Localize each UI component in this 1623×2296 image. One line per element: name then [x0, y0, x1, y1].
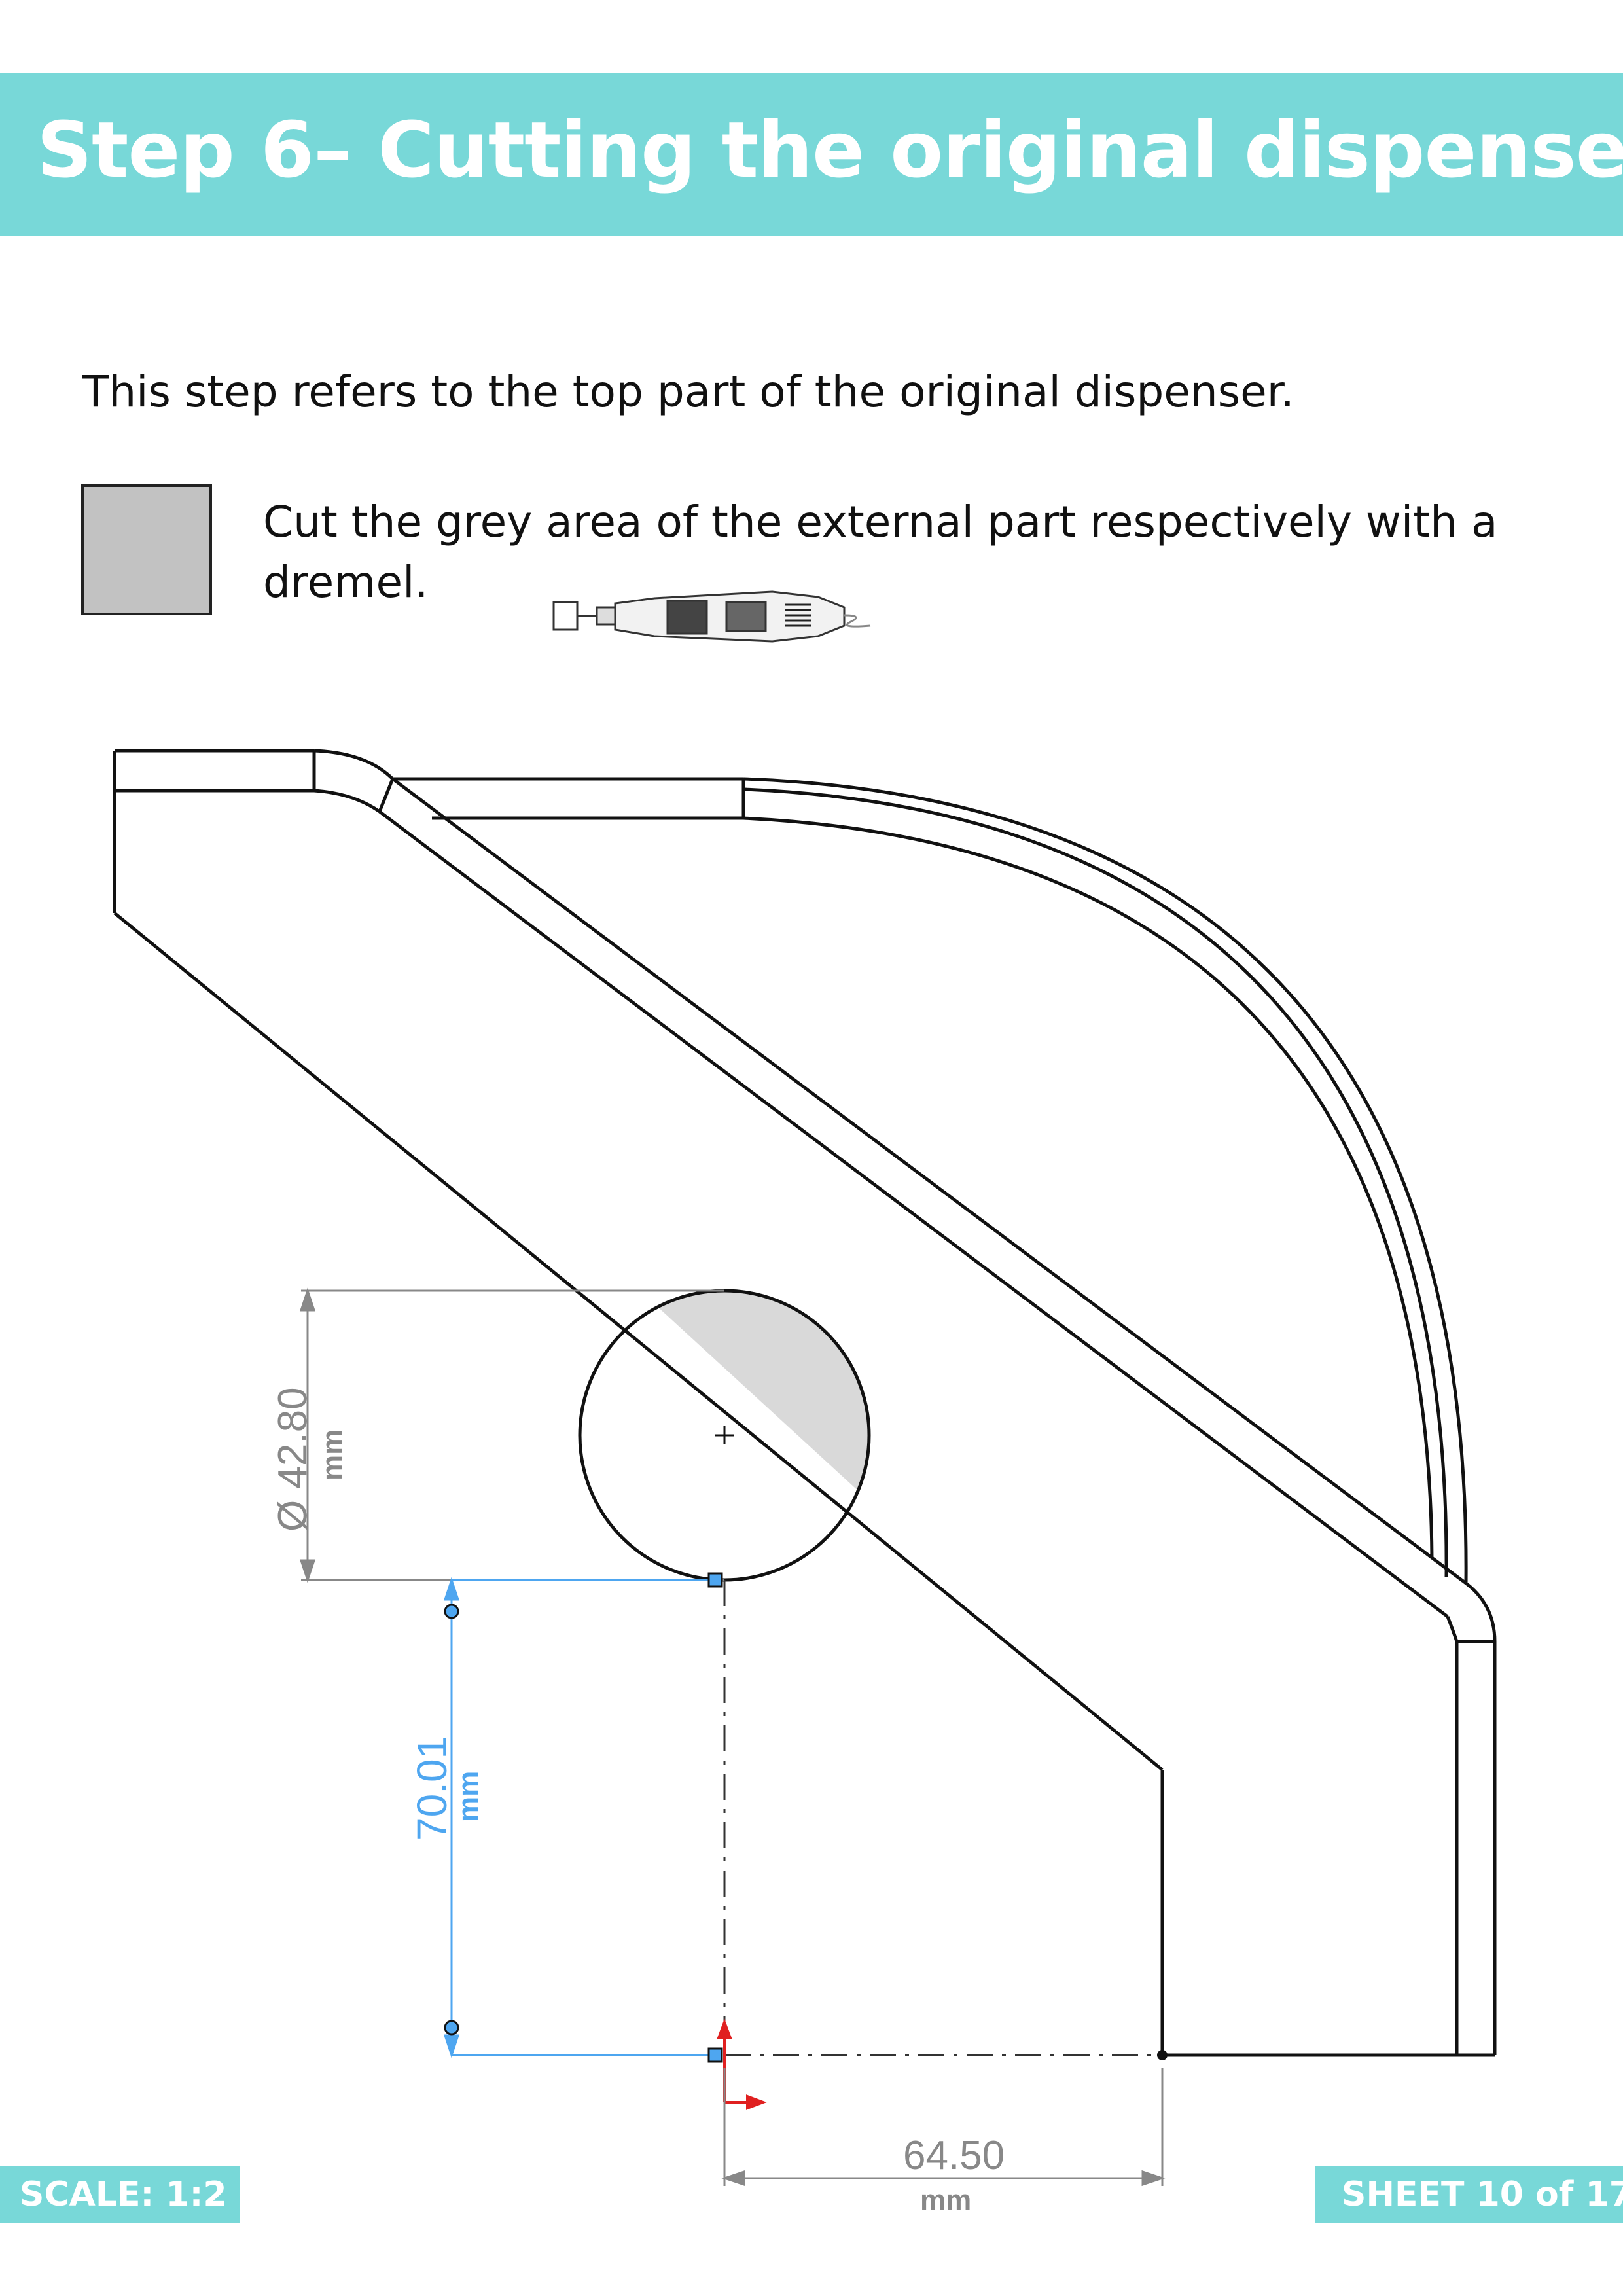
dremel-tool-icon: [552, 590, 871, 643]
center-lines: [723, 1580, 1162, 2056]
part-outline: [113, 749, 1497, 2057]
grey-area-swatch: [81, 484, 212, 615]
diameter-unit: mm: [316, 1429, 348, 1480]
vertical-unit: mm: [452, 1771, 484, 1822]
vertical-value: 70.01: [408, 1736, 455, 1840]
horizontal-dimension: [721, 2068, 1166, 2187]
sheet-badge: SHEET 10 of 17: [1315, 2166, 1623, 2223]
diameter-value: Ø 42.80: [270, 1387, 315, 1532]
vertical-dimension: [443, 1572, 723, 2063]
intro-text: This step refers to the top part of the …: [82, 367, 1294, 417]
horizontal-unit: mm: [920, 2184, 971, 2216]
page-title: Step 6– Cutting the original dispenser: [37, 105, 1623, 195]
legend-text: Cut the grey area of the external part r…: [263, 497, 1498, 607]
circle-center-mark: [715, 1426, 734, 1444]
corner-point: [1157, 2050, 1168, 2060]
title-bar: [0, 73, 1623, 236]
diameter-dimension: [299, 1287, 724, 1583]
horizontal-value: 64.50: [903, 2133, 1005, 2178]
scale-badge: SCALE: 1:2: [0, 2166, 240, 2223]
